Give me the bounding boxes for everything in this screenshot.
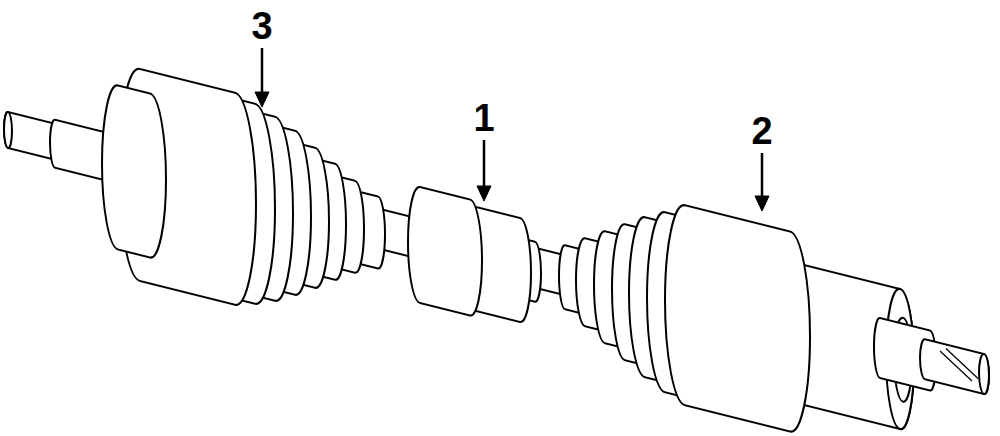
arrow-head (477, 186, 491, 201)
callout-number: 2 (751, 112, 772, 150)
callout-number: 1 (473, 99, 494, 137)
axle-body (4, 35, 989, 436)
leader-arrows (255, 48, 769, 211)
arrow-head (255, 92, 269, 107)
inner-joint-housing (102, 82, 166, 262)
leader-line (261, 48, 264, 94)
outer-joint-boot (665, 200, 810, 436)
stub-end-face (4, 111, 12, 149)
leader-line (483, 140, 486, 188)
spline-lines (940, 347, 978, 383)
outer-stub-shaft (920, 338, 989, 395)
stub-end-face (979, 353, 989, 396)
arrow-head (755, 196, 769, 211)
callout-number: 3 (251, 7, 272, 45)
damper-weight (408, 184, 482, 319)
leader-line (761, 153, 764, 198)
